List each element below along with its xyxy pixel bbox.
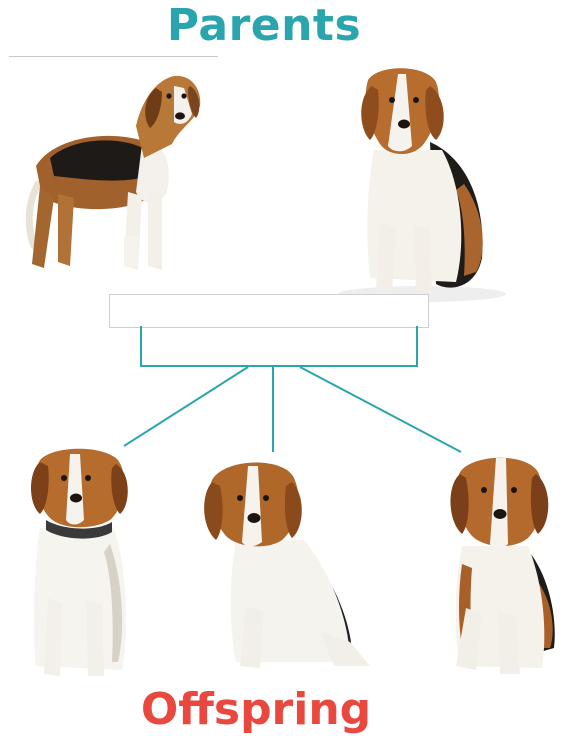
standing-dog-icon (25, 75, 201, 270)
cross-label-box (109, 294, 429, 328)
parent-2-dog-image (326, 62, 506, 304)
branch-line-right (299, 366, 462, 453)
offspring-2-dog-image (200, 456, 376, 670)
offspring-3-dog-image (442, 452, 568, 680)
sitting-dog-icon (31, 448, 128, 676)
sitting-dog-icon (204, 462, 370, 668)
sitting-dog-icon (338, 68, 506, 302)
branch-line-left (123, 366, 249, 447)
offspring-1-dog-image (26, 448, 136, 680)
offspring-title: Offspring (140, 684, 372, 735)
parents-bracket (140, 326, 418, 367)
parent-1-dog-image (24, 66, 204, 284)
title-divider (9, 56, 218, 57)
parents-title: Parents (166, 0, 362, 51)
sitting-dog-icon (450, 457, 555, 674)
